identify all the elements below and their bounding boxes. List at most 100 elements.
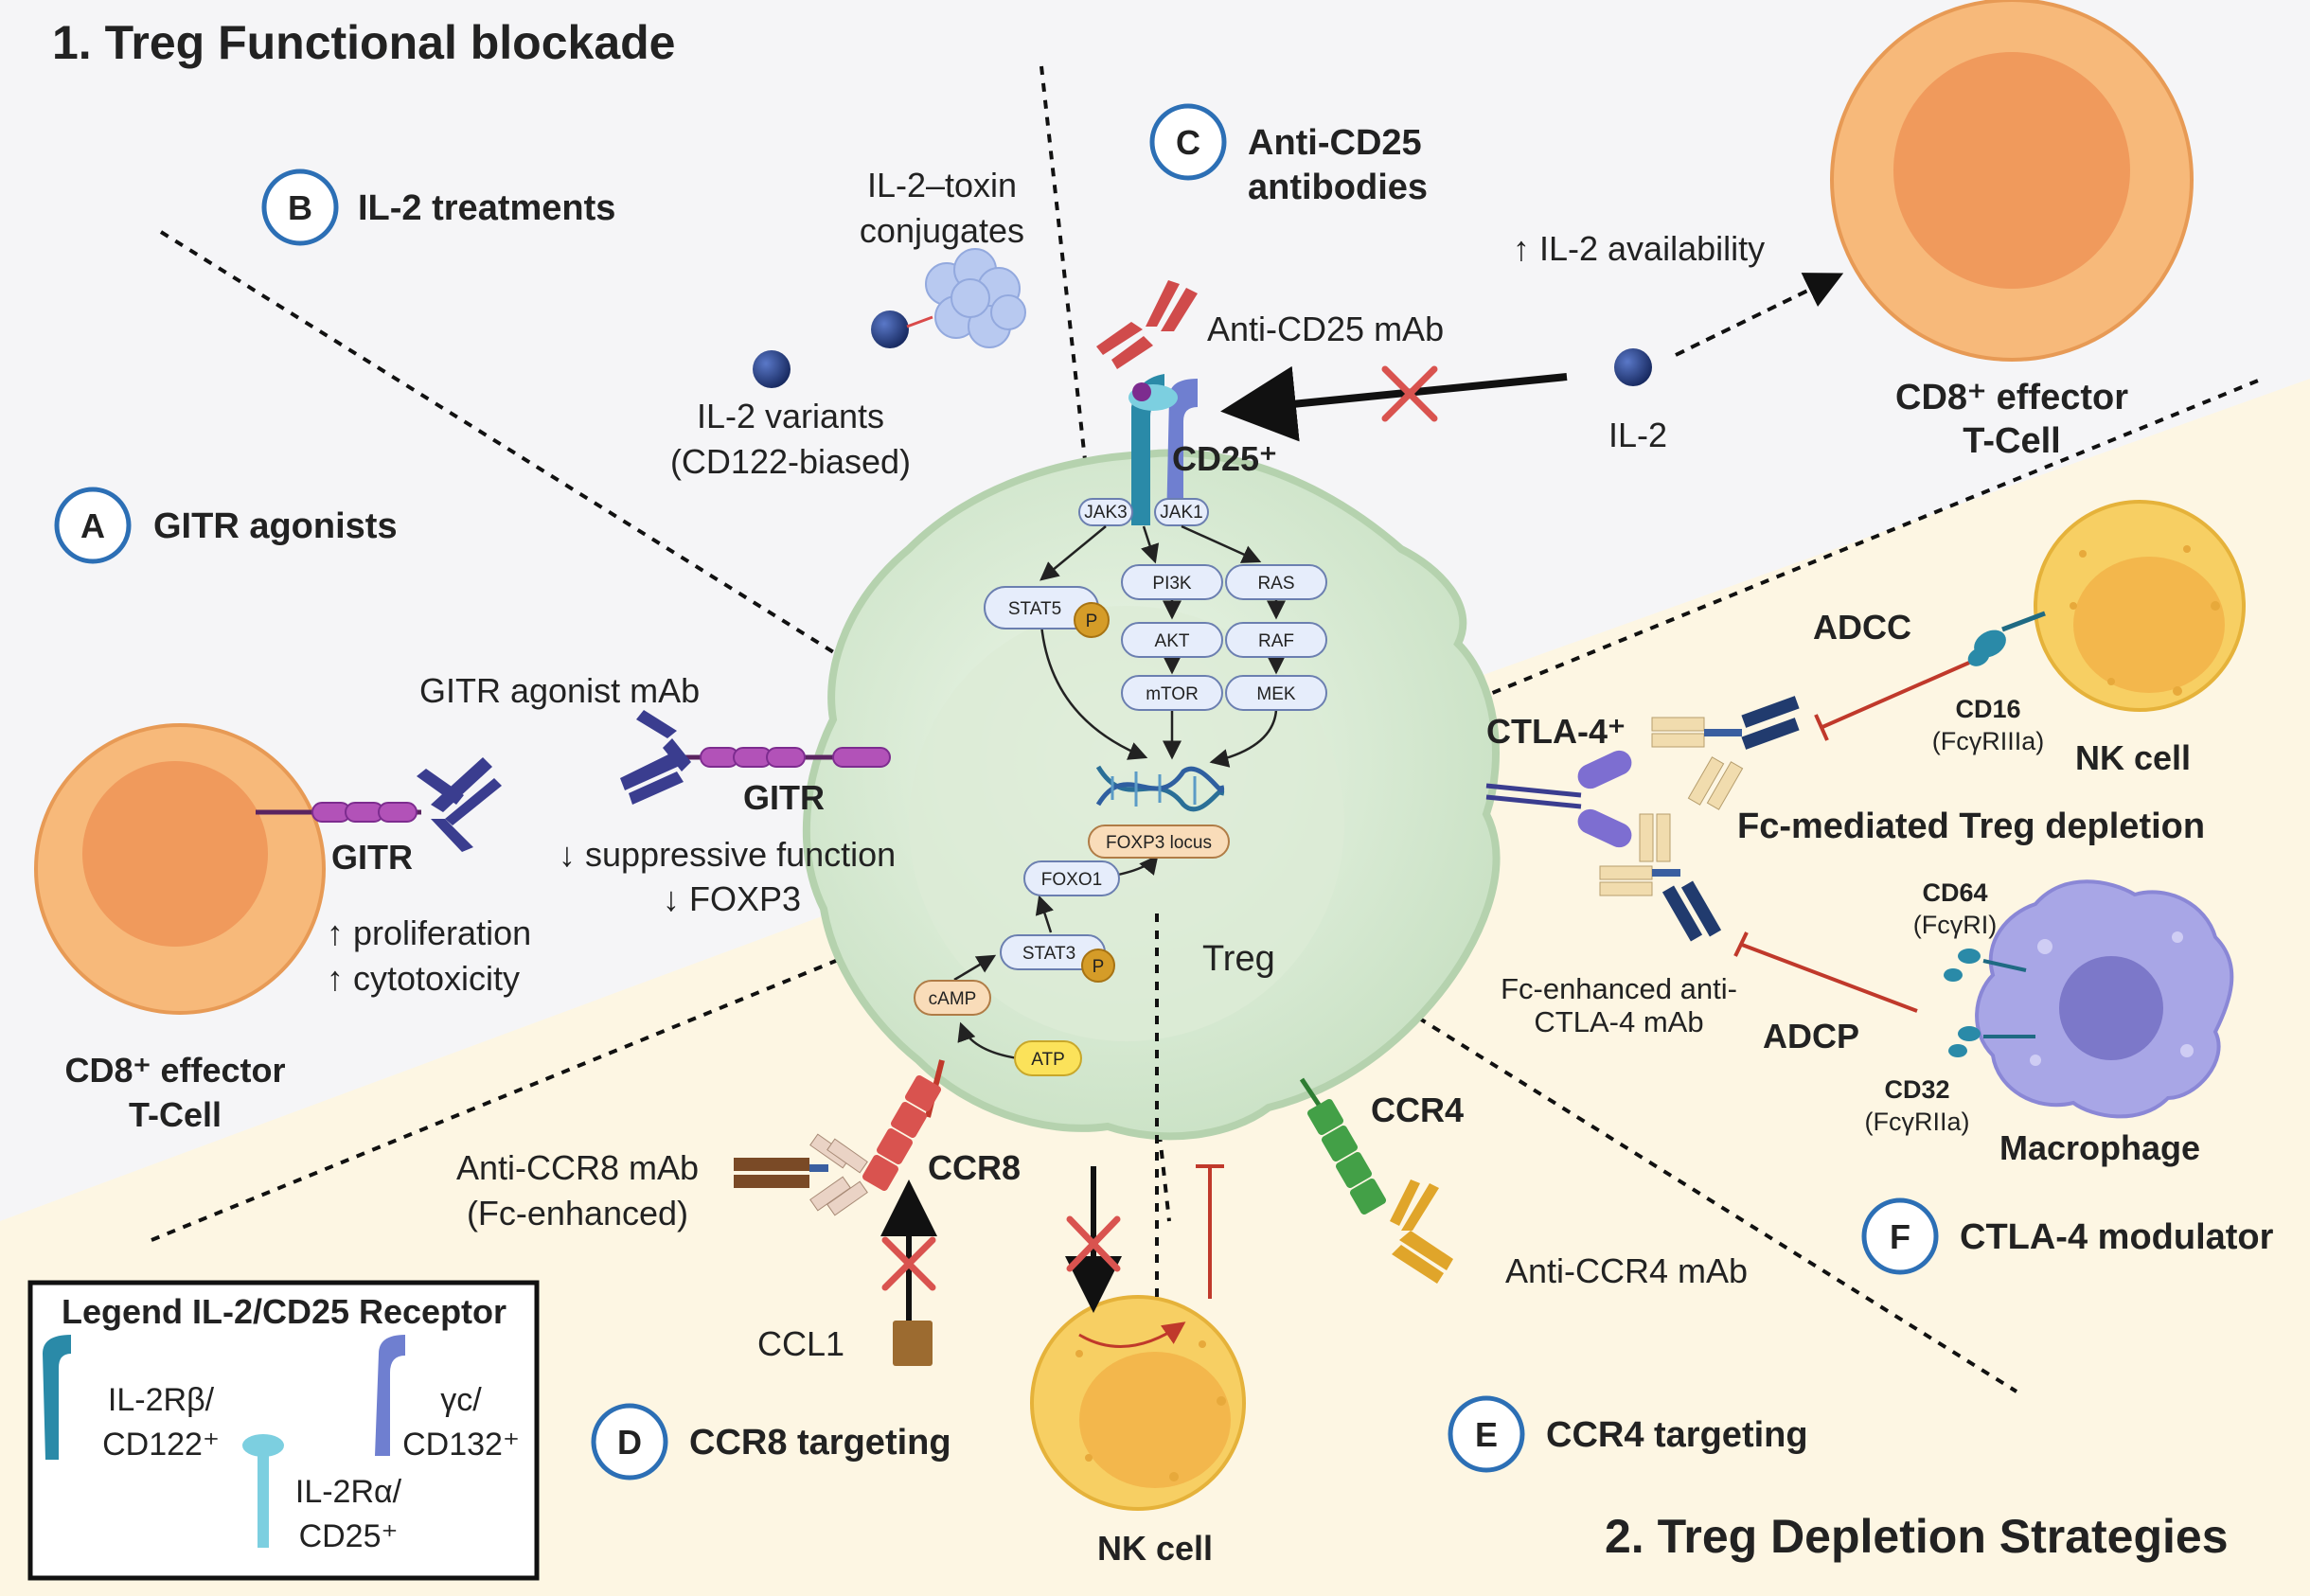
anti-ccr4-label: Anti-CCR4 mAb	[1505, 1251, 1748, 1290]
section-c-label-2: antibodies	[1248, 168, 1428, 207]
section-a-marker: A	[54, 487, 132, 564]
foxo1-pill: FOXO1	[1023, 860, 1120, 896]
gitr-receptor-left	[256, 802, 421, 823]
jak1-pill: JAK1	[1154, 498, 1209, 526]
legend-il2rb-label-1: IL-2Rβ/	[108, 1382, 215, 1418]
section-a-label: GITR agonists	[153, 506, 398, 546]
ccl1-ligand-icon	[893, 1321, 933, 1366]
cd25-label: CD25⁺	[1172, 439, 1277, 478]
cd8-cell-top	[1830, 0, 2194, 362]
section-c-letter: C	[1176, 123, 1200, 162]
heading-blockade: 1. Treg Functional blockade	[52, 16, 675, 69]
pi3k-text: PI3K	[1152, 574, 1192, 594]
blocked-x-il2	[1381, 365, 1438, 422]
legend-yc-label-2: CD132⁺	[402, 1427, 520, 1463]
section-b-marker: B	[261, 168, 339, 246]
mtor-pill: mTOR	[1121, 675, 1223, 711]
legend-il2ra-icon	[242, 1434, 284, 1548]
akt-pill: AKT	[1121, 622, 1223, 658]
foxp3-locus-text: FOXP3 locus	[1106, 833, 1212, 853]
nk-cell-bottom-label: NK cell	[1097, 1529, 1213, 1568]
il2-variants-label-2: (CD122-biased)	[670, 442, 911, 481]
ccr8-label: CCR8	[928, 1148, 1021, 1187]
section-d-label: CCR8 targeting	[689, 1423, 951, 1463]
legend-il2rb-label-2: CD122⁺	[102, 1427, 220, 1463]
anti-ccr8-antibody-icon	[734, 1133, 868, 1216]
cd16-label: CD16	[1955, 695, 2020, 723]
cd64-receptor-icon	[1944, 949, 2027, 982]
section-b-label: IL-2 treatments	[358, 188, 615, 228]
anti-ccr4-antibody-icon	[1390, 1179, 1453, 1284]
dna-icon	[1095, 765, 1225, 812]
il2-variant-ball	[753, 350, 791, 388]
cd16-receptor-icon	[1967, 611, 2046, 666]
adcc-label: ADCC	[1813, 608, 1911, 647]
il2-ball	[1614, 348, 1652, 386]
cd32-receptor-icon	[1948, 1026, 2035, 1057]
gitr-agonist-mab-label: GITR agonist mAb	[419, 671, 700, 710]
section-c-label-1: Anti-CD25	[1248, 123, 1422, 163]
stat5-text: STAT5	[1008, 599, 1061, 619]
section-f-marker: F	[1861, 1197, 1939, 1275]
cd32-label: CD32	[1884, 1075, 1949, 1104]
il2-receptor-complex	[1128, 374, 1198, 525]
ctla4-label: CTLA-4⁺	[1486, 712, 1626, 751]
nk-cell-bottom	[1030, 1295, 1246, 1511]
stat3-p-text: P	[1093, 957, 1105, 977]
ras-text: RAS	[1257, 574, 1294, 594]
nk-cell-right-label: NK cell	[2075, 738, 2191, 777]
foxp3-locus-pill: FOXP3 locus	[1088, 825, 1230, 859]
il2-binding-arrow	[1220, 365, 1568, 442]
camp-pill: cAMP	[914, 980, 991, 1016]
cd8-left-label-1: CD8⁺ effector	[64, 1051, 285, 1090]
legend-il2ra-label-2: CD25⁺	[299, 1518, 399, 1554]
section-a-letter: A	[80, 506, 105, 545]
suppressive-function-label: ↓ suppressive function	[559, 835, 896, 874]
gitr-antibody-left-icon	[417, 757, 502, 852]
il2-availability-arrow	[1675, 273, 1844, 357]
anti-ccr8-label-2: (Fc-enhanced)	[467, 1194, 688, 1232]
cd8-left-label-2: T-Cell	[129, 1095, 222, 1134]
treg-label: Treg	[1202, 939, 1275, 979]
legend-yc-label-1: γc/	[440, 1382, 482, 1418]
macrophage-cell	[1975, 879, 2234, 1119]
ctla4-receptor	[1485, 750, 1632, 848]
ras-pill: RAS	[1225, 564, 1327, 600]
adcc-inhibition-bar	[1814, 714, 1829, 741]
blocked-x-ccl1	[881, 1236, 936, 1291]
legend-yc-icon	[375, 1335, 405, 1456]
ccr8-receptor-icon	[862, 1074, 942, 1192]
anti-cd25-antibody-icon	[1096, 280, 1198, 369]
legend-il2ra-label-1: IL-2Rα/	[295, 1474, 402, 1510]
fc-enhanced-label-1: Fc-enhanced anti-	[1501, 972, 1737, 1005]
foxo1-text: FOXO1	[1041, 870, 1102, 890]
section-e-label: CCR4 targeting	[1546, 1415, 1808, 1455]
mek-text: MEK	[1256, 684, 1296, 704]
section-d-letter: D	[617, 1423, 642, 1462]
stat5-p-text: P	[1086, 612, 1098, 631]
cd64-label: CD64	[1922, 878, 1987, 907]
ccr4-receptor-icon	[1299, 1077, 1387, 1215]
jak3-text: JAK3	[1084, 503, 1127, 523]
akt-text: AKT	[1155, 631, 1190, 651]
cd32-sub-label: (FcγRIIa)	[1865, 1108, 1970, 1136]
gitr-antibody-right-icon	[620, 710, 691, 805]
blocked-x-nk	[1066, 1215, 1121, 1272]
pi3k-pill: PI3K	[1121, 564, 1223, 600]
gitr-right-label: GITR	[743, 778, 825, 817]
stat5-phospho: P	[1074, 602, 1110, 638]
il2-availability-label: ↑ IL-2 availability	[1513, 229, 1765, 268]
ctla4-antibody-lower-icon	[1599, 813, 1722, 942]
legend-title: Legend IL-2/CD25 Receptor	[62, 1292, 506, 1331]
legend-box	[27, 1280, 540, 1581]
jak3-pill: JAK3	[1078, 498, 1133, 526]
ctla4-antibody-upper-icon	[1651, 696, 1800, 810]
il2-toxin-label-2: conjugates	[860, 211, 1024, 250]
proliferation-label: ↑ proliferation	[327, 913, 531, 952]
adcp-inhibition-line	[1741, 943, 1918, 1013]
il2-toxin-conjugate	[871, 248, 1026, 348]
foxp3-down-label: ↓ FOXP3	[663, 879, 801, 918]
cd16-sub-label: (FcγRIIIa)	[1932, 727, 2045, 755]
section-b-letter: B	[288, 188, 312, 227]
